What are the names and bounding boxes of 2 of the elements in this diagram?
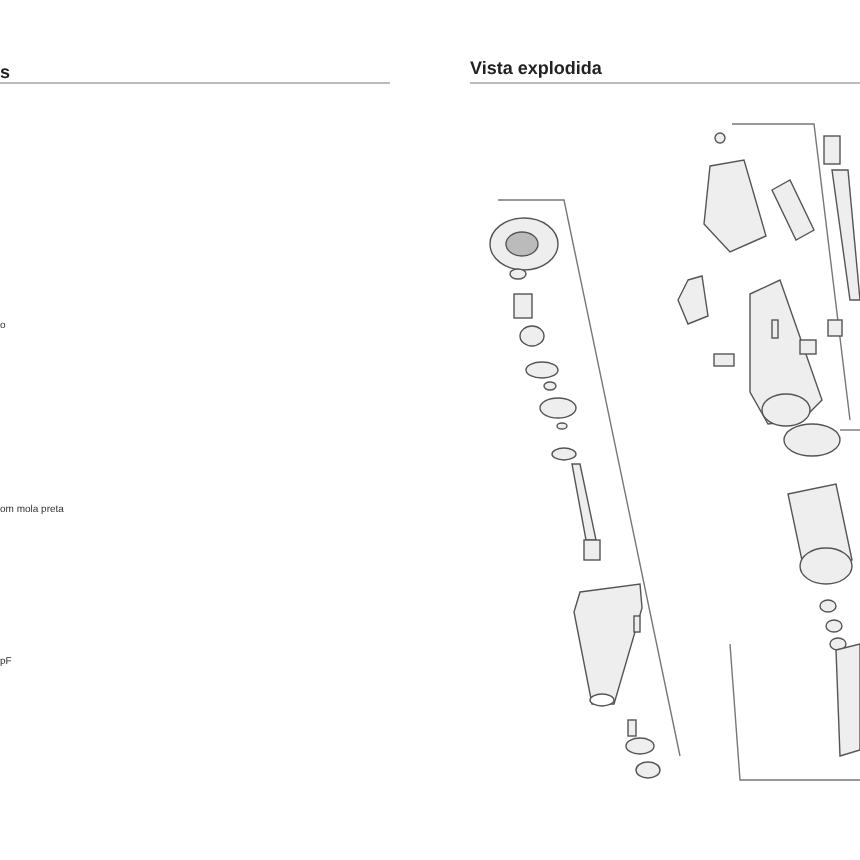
page-heading: Vista explodida [470,58,602,78]
page-heading: s [0,62,11,82]
